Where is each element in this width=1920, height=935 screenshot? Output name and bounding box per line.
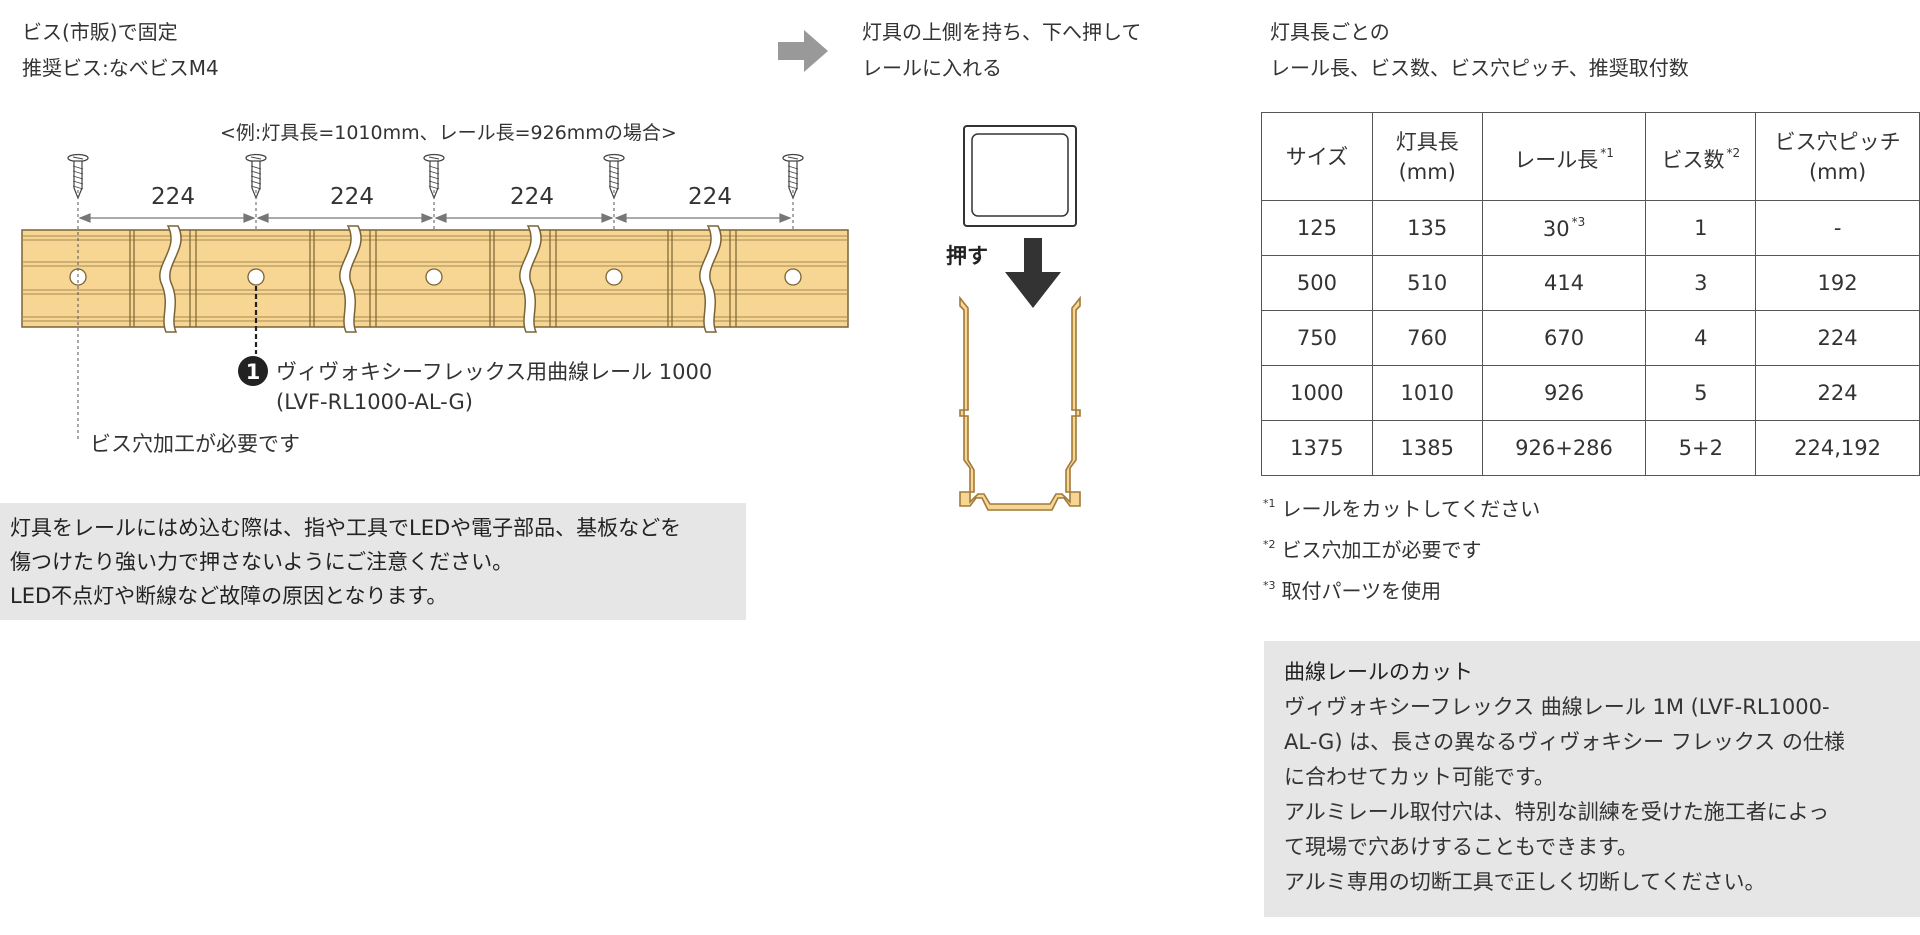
dimension-arrows: [78, 213, 792, 223]
fix-method-line-1: ビス(市販)で固定: [22, 20, 178, 44]
cell-screws: 5: [1645, 365, 1757, 421]
cell-fixture: 760: [1371, 310, 1483, 366]
screw-icon: [782, 153, 804, 200]
cell-rail: 30*3: [1481, 200, 1647, 256]
table-header-row: サイズ 灯具長(mm) レール長*1 ビス数*2 ビス穴ピッチ(mm): [1261, 112, 1920, 201]
cell-screws: 4: [1645, 310, 1757, 366]
install-instruction: 灯具の上側を持ち、下へ押して レールに入れる: [862, 14, 1141, 86]
rail-profile-icon: [959, 295, 1081, 511]
spec-table: サイズ 灯具長(mm) レール長*1 ビス数*2 ビス穴ピッチ(mm) 125 …: [1261, 112, 1920, 476]
warning-box: 灯具をレールにはめ込む際は、指や工具でLEDや電子部品、基板などを 傷つけたり強…: [0, 503, 746, 620]
cell-pitch: 224,192: [1755, 420, 1920, 476]
pitch-label-1: 224: [151, 184, 195, 210]
table-row: 750 760 670 4 224: [1261, 310, 1920, 366]
screw-icon: [245, 153, 267, 200]
cell-screws: 3: [1645, 255, 1757, 311]
header-size: サイズ: [1261, 112, 1373, 201]
part-name: ヴィヴォキシーフレックス用曲線レール 1000: [276, 360, 713, 384]
instruction-line-2: レールに入れる: [862, 56, 1002, 80]
install-diagram: [959, 125, 1081, 511]
cell-size: 1000: [1261, 365, 1373, 421]
screw-icons: [67, 153, 804, 200]
warning-line-3: LED不点灯や断線など故障の原因となります。: [10, 584, 448, 608]
push-arrow-icon: [1005, 238, 1061, 308]
cell-size: 500: [1261, 255, 1373, 311]
warning-line-1: 灯具をレールにはめ込む際は、指や工具でLEDや電子部品、基板などを: [10, 516, 682, 540]
cell-pitch: 224: [1755, 365, 1920, 421]
table-heading-line-1: 灯具長ごとの: [1270, 20, 1390, 44]
header-fixture-length: 灯具長(mm): [1371, 112, 1483, 201]
part-label: ヴィヴォキシーフレックス用曲線レール 1000 (LVF-RL1000-AL-G…: [276, 357, 712, 417]
screw-icon: [603, 153, 625, 200]
cut-box-line: AL-G) は、長さの異なるヴィヴォキシー フレックス の仕様: [1284, 730, 1845, 754]
right-arrow-icon: [778, 30, 828, 72]
cell-size: 750: [1261, 310, 1373, 366]
cut-box-line: ヴィヴォキシーフレックス 曲線レール 1M (LVF-RL1000-: [1284, 695, 1830, 719]
cell-fixture: 1010: [1371, 365, 1483, 421]
cut-box-line: アルミ専用の切断工具で正しく切断してください。: [1284, 870, 1766, 894]
pitch-label-4: 224: [688, 184, 732, 210]
table-row: 125 135 30*3 1 -: [1261, 200, 1920, 256]
cell-screws: 1: [1645, 200, 1757, 256]
cell-rail: 926: [1481, 365, 1647, 421]
screw-icon: [423, 153, 445, 200]
header-rail-length: レール長*1: [1481, 112, 1647, 201]
cell-size: 125: [1261, 200, 1373, 256]
part-number-text: 1: [246, 360, 261, 384]
warning-line-2: 傷つけたり強い力で押さないようにご注意ください。: [10, 550, 514, 574]
fix-method-text: ビス(市販)で固定 推奨ビス:なべビスM4: [22, 14, 219, 86]
table-row: 1000 1010 926 5 224: [1261, 365, 1920, 421]
cell-rail: 414: [1481, 255, 1647, 311]
instruction-line-1: 灯具の上側を持ち、下へ押して: [862, 20, 1142, 44]
cell-screws: 5+2: [1645, 420, 1757, 476]
table-row: 500 510 414 3 192: [1261, 255, 1920, 311]
cut-box-line: て現場で穴あけすることもできます。: [1284, 835, 1639, 859]
cell-rail: 926+286: [1481, 420, 1647, 476]
pitch-label-2: 224: [330, 184, 374, 210]
screw-icon: [67, 153, 89, 200]
cell-fixture: 510: [1371, 255, 1483, 311]
push-label: 押す: [946, 244, 988, 268]
fixture-icon: [963, 125, 1077, 227]
cell-fixture: 135: [1371, 200, 1483, 256]
header-screw-pitch: ビス穴ピッチ(mm): [1755, 112, 1920, 201]
part-number-badge: [238, 356, 268, 386]
rail-cut-info-box: 曲線レールのカット ヴィヴォキシーフレックス 曲線レール 1M (LVF-RL1…: [1264, 641, 1920, 917]
cell-pitch: 192: [1755, 255, 1920, 311]
rail-body: [21, 225, 849, 333]
table-heading: 灯具長ごとの レール長、ビス数、ビス穴ピッチ、推奨取付数: [1270, 14, 1689, 86]
cut-box-title: 曲線レールのカット: [1284, 660, 1473, 684]
cell-pitch: -: [1755, 200, 1920, 256]
cell-size: 1375: [1261, 420, 1373, 476]
hole-note: ビス穴加工が必要です: [90, 432, 300, 456]
table-row: 1375 1385 926+286 5+2 224,192: [1261, 420, 1920, 476]
rail-diagram: 224 224 224 224: [21, 153, 849, 440]
cell-rail: 670: [1481, 310, 1647, 366]
header-screw-count: ビス数*2: [1645, 112, 1757, 201]
recommended-screw-line: 推奨ビス:なべビスM4: [22, 56, 219, 80]
cut-box-line: に合わせてカット可能です。: [1284, 765, 1555, 789]
cut-box-line: アルミレール取付穴は、特別な訓練を受けた施工者によっ: [1284, 800, 1830, 824]
pitch-label-3: 224: [510, 184, 554, 210]
cell-pitch: 224: [1755, 310, 1920, 366]
cell-fixture: 1385: [1371, 420, 1483, 476]
table-heading-line-2: レール長、ビス数、ビス穴ピッチ、推奨取付数: [1270, 56, 1689, 80]
part-code: (LVF-RL1000-AL-G): [276, 390, 473, 414]
example-caption: <例:灯具長=1010mm、レール長=926mmの場合>: [220, 122, 677, 144]
